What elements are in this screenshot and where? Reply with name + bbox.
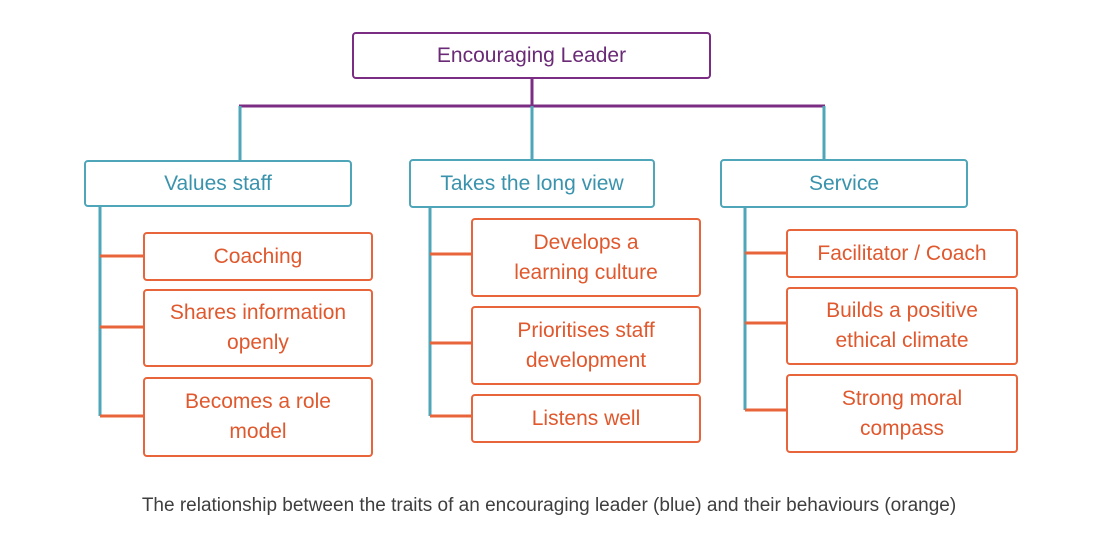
root-label: Encouraging Leader bbox=[436, 43, 627, 67]
behaviour-node: Develops a learning culture bbox=[471, 218, 701, 297]
behaviour-label: Listens well bbox=[531, 406, 641, 430]
behaviour-label: Develops a learning culture bbox=[514, 230, 658, 284]
behaviour-node: Becomes a role model bbox=[143, 377, 373, 457]
behaviour-node: Listens well bbox=[471, 394, 701, 443]
behaviour-node: Coaching bbox=[143, 232, 373, 281]
trait-label: Takes the long view bbox=[440, 171, 624, 195]
behaviour-node: Strong moral compass bbox=[786, 374, 1018, 453]
behaviour-label: Shares information openly bbox=[169, 301, 347, 354]
behaviour-label: Coaching bbox=[213, 244, 303, 268]
behaviour-label: Becomes a role model bbox=[185, 390, 331, 443]
behaviour-label: Strong moral compass bbox=[841, 386, 963, 440]
behaviour-node: Facilitator / Coach bbox=[786, 229, 1018, 278]
behaviour-node: Shares information openly bbox=[143, 289, 373, 367]
behaviour-label: Facilitator / Coach bbox=[817, 241, 987, 265]
behaviour-label: Prioritises staff development bbox=[517, 318, 655, 372]
trait-label: Values staff bbox=[164, 171, 272, 195]
diagram-caption: The relationship between the traits of a… bbox=[141, 495, 957, 516]
behaviour-node: Prioritises staff development bbox=[471, 306, 701, 385]
trait-node-service: Service bbox=[720, 159, 968, 208]
root-node: Encouraging Leader bbox=[352, 32, 711, 79]
behaviour-label: Builds a positive ethical climate bbox=[826, 299, 978, 352]
behaviour-node: Builds a positive ethical climate bbox=[786, 287, 1018, 365]
trait-node-takes-the-long-view: Takes the long view bbox=[409, 159, 655, 208]
trait-node-values-staff: Values staff bbox=[84, 160, 352, 207]
trait-label: Service bbox=[808, 171, 880, 195]
